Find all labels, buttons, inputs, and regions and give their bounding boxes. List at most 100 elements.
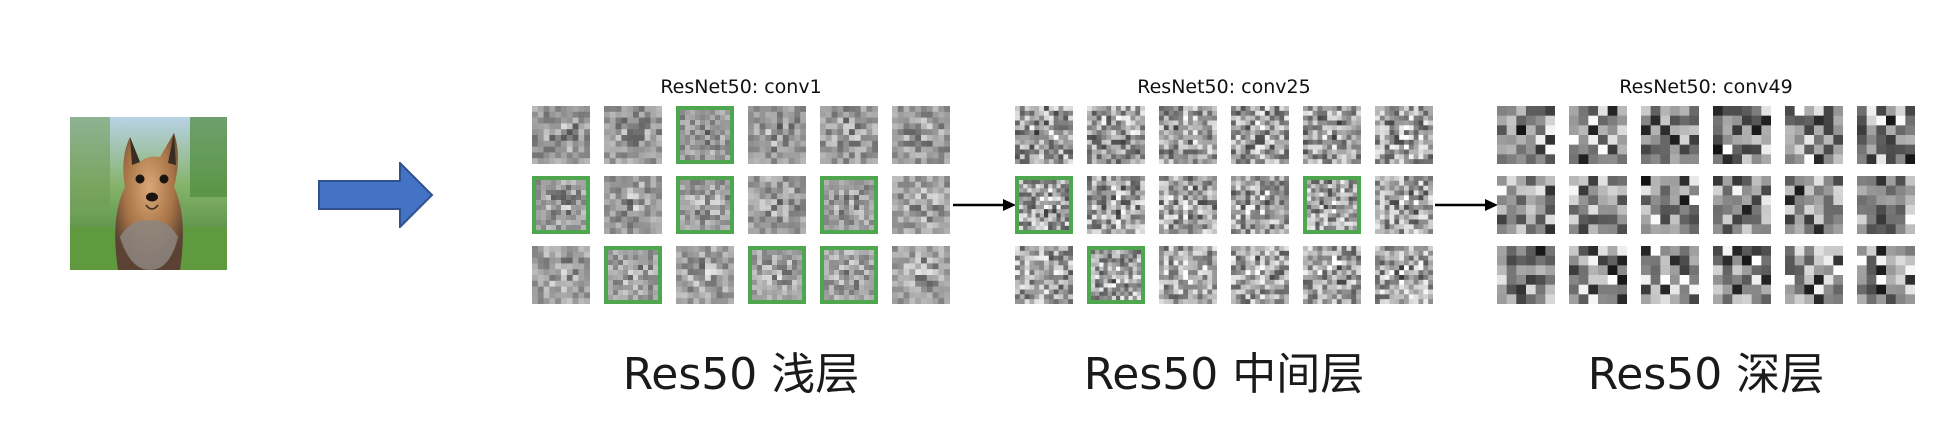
feature-map [1713,106,1771,164]
feature-map-image [1713,106,1771,164]
stage-caption-deep: Res50 深层 [1587,349,1825,400]
feature-map [1087,176,1145,234]
feature-map-image [1497,176,1555,234]
feature-map-image [892,106,950,164]
feature-map-selected [676,106,734,164]
feature-map-image [1641,176,1699,234]
feature-map-selected [820,246,878,304]
feature-map [1713,176,1771,234]
feature-map-selected [532,176,590,234]
stage-caption-middle: Res50 中间层 [1083,349,1365,400]
feature-map-image [1015,246,1073,304]
feature-map-image [1159,246,1217,304]
feature-map [748,176,806,234]
feature-map-image [1019,180,1069,230]
stage-title-conv25: ResNet50: conv25 [1137,76,1311,98]
feature-map-image [752,250,802,300]
feature-map [1641,246,1699,304]
feature-map-image [1159,106,1217,164]
feature-map-image [1857,106,1915,164]
feature-map [1231,246,1289,304]
feature-map-image [1713,176,1771,234]
feature-map-image [1375,246,1433,304]
feature-map-image [1375,106,1433,164]
feature-map-image [1091,250,1141,300]
connector-arrow-icon [1435,199,1498,211]
feature-map [1159,106,1217,164]
feature-map-image [532,246,590,304]
feature-map-grid-conv1 [532,106,950,304]
feature-map-image [1497,246,1555,304]
feature-map-image [1785,106,1843,164]
stage-caption-shallow: Res50 浅层 [622,349,860,400]
feature-map-image [1231,176,1289,234]
feature-map [1231,176,1289,234]
feature-map-image [748,176,806,234]
feature-map [1785,106,1843,164]
feature-map [1497,106,1555,164]
feature-map-image [1087,106,1145,164]
feature-map [892,246,950,304]
feature-map-image [824,180,874,230]
feature-map-image [1569,246,1627,304]
feature-map-image [820,106,878,164]
feature-map-image [1159,176,1217,234]
feature-map [1569,106,1627,164]
feature-map [1569,176,1627,234]
feature-map [1785,176,1843,234]
feature-map [1857,176,1915,234]
feature-map-grid-conv49 [1497,106,1915,304]
feature-map-image [892,246,950,304]
dog-photo-icon [70,117,227,270]
stage-title-conv1: ResNet50: conv1 [660,76,822,98]
feature-map [820,106,878,164]
feature-map-image [1569,106,1627,164]
feature-map-image [1641,106,1699,164]
feature-map-image [1303,106,1361,164]
feature-map-selected [1015,176,1073,234]
feature-map-selected [604,246,662,304]
feature-map [1641,176,1699,234]
feature-map-selected [676,176,734,234]
feature-map-image [680,180,730,230]
feature-map [1231,106,1289,164]
feature-map-image [536,180,586,230]
input-dog-image [70,117,227,270]
feature-map-selected [1087,246,1145,304]
feature-map [1087,106,1145,164]
feature-map-image [1785,246,1843,304]
feature-map-image [748,106,806,164]
feature-map-image [1857,246,1915,304]
feature-map [1713,246,1771,304]
feature-map-grid-conv25 [1015,106,1433,304]
feature-map [1569,246,1627,304]
feature-map-image [1375,176,1433,234]
feature-map-image [1641,246,1699,304]
feature-map [748,106,806,164]
feature-map [1375,246,1433,304]
feature-map-image [1303,246,1361,304]
feature-map [1375,106,1433,164]
feature-map-image [532,106,590,164]
feature-map-selected [1303,176,1361,234]
feature-map-image [824,250,874,300]
feature-map-image [1857,176,1915,234]
feature-map [892,106,950,164]
feature-map-image [604,106,662,164]
feature-map-image [1231,246,1289,304]
feature-map [1015,106,1073,164]
feature-map-image [608,250,658,300]
feature-map-selected [748,246,806,304]
feature-map [1375,176,1433,234]
feature-map [1303,246,1361,304]
right-arrow-icon [318,160,434,230]
feature-map-image [1497,106,1555,164]
feature-map [1159,246,1217,304]
feature-map-image [892,176,950,234]
feature-map-image [1713,246,1771,304]
feature-map [1857,106,1915,164]
feature-map [1785,246,1843,304]
feature-map [1303,106,1361,164]
connector-arrow-icon [953,199,1016,211]
feature-map-image [676,246,734,304]
